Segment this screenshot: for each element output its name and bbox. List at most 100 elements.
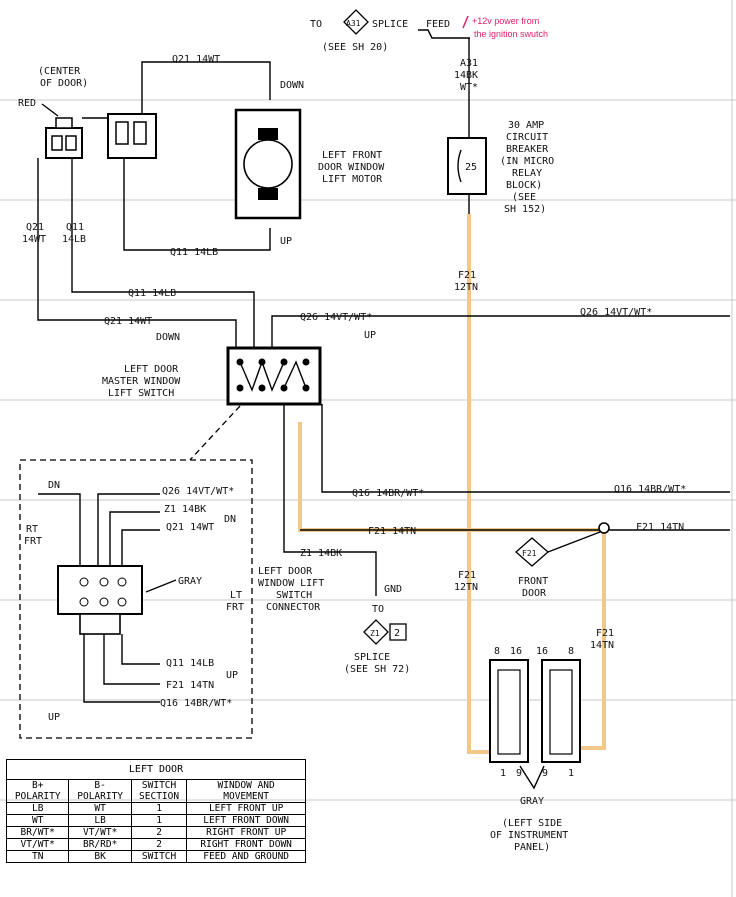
motor-label-3: LIFT MOTOR: [322, 174, 383, 185]
inset-leader: [189, 405, 241, 461]
f21-side-2: 14TN: [590, 640, 614, 651]
gray-leader: [519, 765, 545, 790]
inset-box: [19, 459, 253, 739]
switch-label-1: LEFT DOOR: [124, 364, 179, 375]
q21-top-label: Q21 14WT: [172, 54, 220, 65]
q16-mid-label: Q16 14BR/WT*: [352, 488, 424, 499]
inset-q26-label: Q26 14VT/WT*: [162, 486, 234, 497]
motor-label-1: LEFT FRONT: [322, 150, 382, 161]
switch-label-3: LIFT SWITCH: [108, 388, 174, 399]
a31-badge-label: A31: [346, 19, 361, 28]
see-sh20: (SEE SH 20): [322, 42, 388, 53]
breaker-line-6: BLOCK): [506, 180, 542, 191]
inset-f21-label: F21 14TN: [166, 680, 214, 691]
lt-label-2: FRT: [226, 602, 244, 613]
pin-1b: 1: [568, 768, 574, 779]
panel-label-2: OF INSTRUMENT: [490, 830, 568, 841]
q26-wire: [271, 315, 730, 348]
breaker-line-4: (IN MICRO: [500, 156, 554, 167]
switch-up-label: UP: [364, 330, 376, 341]
q21-motor-wire: [141, 61, 271, 114]
q11-left-2: 14LB: [62, 234, 86, 245]
inset-wire-f: [83, 634, 160, 703]
q26-right-label: Q26 14VT/WT*: [580, 307, 652, 318]
inset-wire-e: [103, 634, 160, 685]
instrument-panel-connector-right: [541, 659, 581, 763]
q21-left-1: Q21: [26, 222, 44, 233]
splice-z1-badge: Z1 2: [363, 619, 407, 645]
breaker-line-2: CIRCUIT: [506, 132, 548, 143]
master-window-switch: [226, 346, 322, 406]
to-label: TO: [310, 19, 322, 30]
to-label-2: TO: [372, 604, 384, 615]
q26-mid-label: Q26 14VT/WT*: [300, 312, 372, 323]
breaker-line-1: 30 AMP: [508, 120, 544, 131]
gray-leader-inset: [145, 579, 177, 593]
f21-low-2: 12TN: [454, 582, 478, 593]
front-door-2: DOOR: [522, 588, 547, 599]
pin-8b: 8: [568, 646, 574, 657]
circuit-breaker: 25: [447, 128, 487, 214]
splice-a31-badge: A31: [343, 9, 369, 35]
gnd-label: GND: [384, 584, 402, 595]
feed-wire-top: [418, 29, 470, 39]
switch-down-label: DOWN: [156, 332, 180, 343]
f21-top-gauge: 12TN: [454, 282, 478, 293]
q21-left-2: 14WT: [22, 234, 46, 245]
lt-label-1: LT: [230, 590, 242, 601]
pin-9b: 9: [542, 768, 548, 779]
breaker-number: 25: [465, 162, 477, 173]
rt-label-2: FRT: [24, 536, 42, 547]
splice-dot-icon: [598, 522, 610, 534]
inset-q11-label: Q11 14LB: [166, 658, 214, 669]
f21-side-1: F21: [596, 628, 614, 639]
q11-left-wire: [71, 158, 255, 348]
z1-mid-label: Z1 14BK: [300, 548, 342, 559]
q21-mid-label: Q21 14WT: [104, 316, 152, 327]
inset-dn2-label: DN: [224, 514, 236, 525]
feed-label: FEED: [426, 19, 450, 30]
q16-right-label: Q16 14BR/WT*: [614, 484, 686, 495]
a31-wire-label: A31: [460, 58, 478, 69]
note-line-1: +12v power from: [472, 16, 539, 26]
q11-motor-wire: [123, 158, 271, 251]
connector-label-3: SWITCH: [276, 590, 312, 601]
pin-16a: 16: [510, 646, 522, 657]
red-leader: [41, 103, 59, 117]
a31-color-label: WT*: [460, 82, 478, 93]
motor-label-2: DOOR WINDOW: [318, 162, 385, 173]
gray-label: GRAY: [178, 576, 202, 587]
f21-mid-label: F21 14TN: [368, 526, 416, 537]
panel-label-3: PANEL): [514, 842, 550, 853]
th-b-minus: B-POLARITY: [68, 779, 132, 803]
f21-badge-label: F21: [522, 549, 537, 558]
splice2-label: SPLICE: [354, 652, 390, 663]
inset-wire-b: [109, 511, 160, 566]
inset-dn-label: DN: [48, 480, 60, 491]
front-door-1: FRONT: [518, 576, 548, 587]
instrument-panel-connector-left: [489, 659, 529, 763]
q16-wire: [321, 404, 730, 493]
inset-switch-connector: [57, 565, 143, 635]
inset-wire-a: [97, 493, 160, 566]
panel-label-1: (LEFT SIDE: [502, 818, 562, 829]
note-arrow-icon: [462, 15, 469, 29]
inset-q26-wire: [38, 493, 81, 566]
table-title: LEFT DOOR: [6, 759, 306, 779]
motor-up-label: UP: [280, 236, 292, 247]
note-line-2: the ignition swutch: [474, 29, 548, 39]
inset-wire-c: [121, 529, 160, 566]
breaker-line-7: (SEE: [512, 192, 536, 203]
q11-left-1: Q11: [66, 222, 84, 233]
center-door-2: OF DOOR): [40, 78, 88, 89]
inset-q16-label: Q16 14BR/WT*: [160, 698, 232, 709]
inset-z1-label: Z1 14BK: [164, 504, 206, 515]
